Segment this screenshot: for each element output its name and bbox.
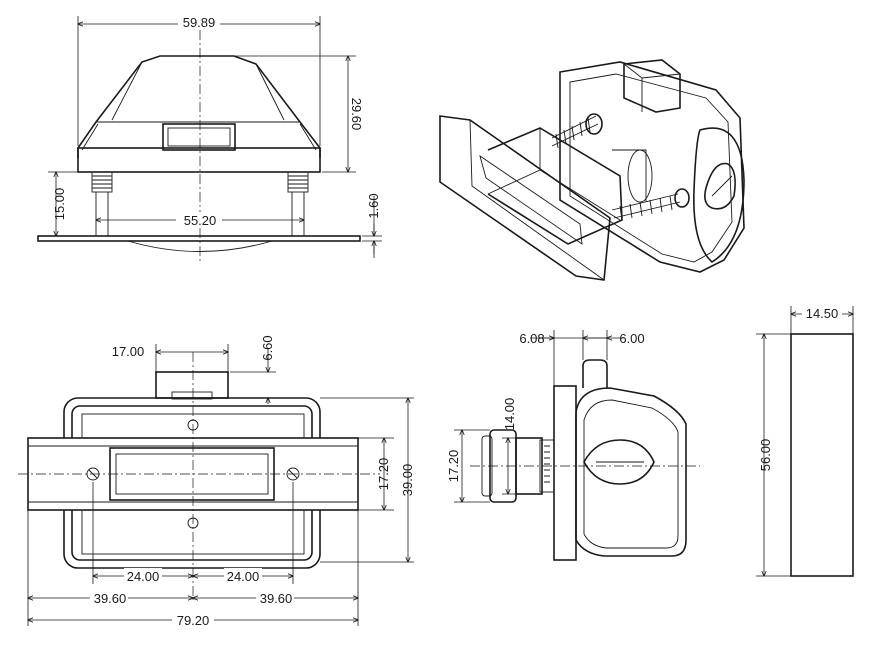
dim-screw-spacing: 55.20 (184, 213, 217, 228)
top-view (18, 352, 380, 600)
dim-half-left: 39.60 (94, 591, 127, 606)
dim-front-width: 59.89 (183, 15, 216, 30)
dim-body-height: 39.00 (400, 464, 415, 497)
front-view (37, 30, 361, 262)
dim-side-right: 6.00 (619, 331, 644, 346)
dim-total-length: 79.20 (177, 613, 210, 628)
dim-knob-dia: 14.00 (502, 398, 517, 431)
dim-top-offset: 17.00 (112, 344, 145, 359)
dim-top-tab: 6.60 (260, 335, 275, 360)
dim-hole-left: 24.00 (127, 569, 160, 584)
end-view (790, 333, 854, 577)
dim-hole-right: 24.00 (227, 569, 260, 584)
isometric-view (439, 59, 745, 281)
side-view-dimensions (454, 330, 624, 502)
dim-plate-thickness: 1.60 (366, 193, 381, 218)
dim-leg-height: 15.00 (52, 188, 67, 221)
dim-plate-height: 17.20 (376, 458, 391, 491)
dim-end-width: 14.50 (806, 306, 839, 321)
side-view (470, 359, 700, 561)
dim-half-right: 39.60 (260, 591, 293, 606)
dimension-labels: 59.89 29.60 15.00 55.20 1.60 17.00 6.60 … (52, 14, 842, 628)
dim-end-height: 56.00 (758, 439, 773, 472)
dim-knob-height: 17.20 (446, 450, 461, 483)
dim-side-left: 6.08 (519, 331, 544, 346)
dim-front-height: 29.60 (349, 98, 364, 131)
